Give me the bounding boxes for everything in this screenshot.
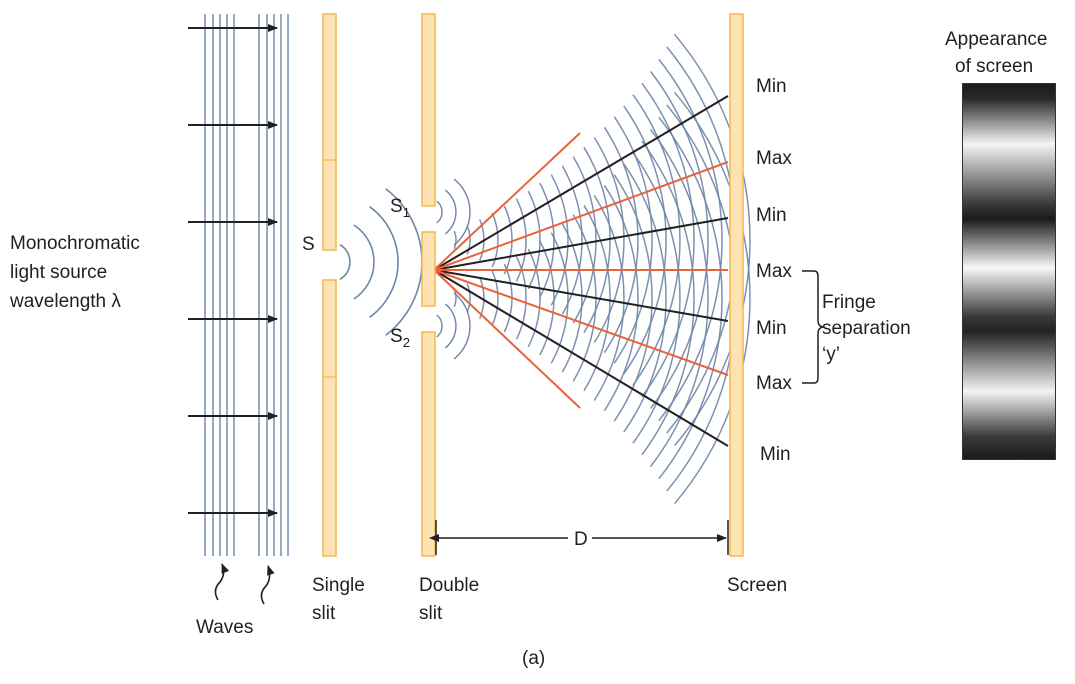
interference-crest-arc: [572, 156, 597, 324]
fringe-label-line2: separation: [822, 318, 911, 339]
maximum-ray: [433, 269, 729, 376]
interference-crest-arc: [593, 195, 625, 401]
interference-crest-arc: [515, 198, 527, 282]
interference-crest-arc: [623, 105, 667, 375]
screen-label-min: Min: [760, 444, 791, 465]
double-slit-wavefront: [436, 314, 443, 338]
minimum-ray: [433, 269, 729, 447]
interference-crest-arc: [466, 283, 471, 313]
interference-crest-arc: [550, 174, 569, 306]
interference-crest-arc: [515, 256, 527, 340]
single-slit-upper-barrier: [322, 13, 337, 251]
double-slit-wavefront: [453, 178, 471, 246]
interference-crest-arc: [613, 174, 653, 422]
fringe-label-line3: ‘y’: [822, 344, 840, 365]
interference-crest-arc: [603, 184, 639, 412]
interference-crest-arc: [593, 137, 625, 343]
interference-crest-arc: [503, 205, 513, 275]
interference-wave-lattice: [453, 33, 751, 505]
interference-crest-arc: [583, 204, 611, 392]
annotations: [214, 270, 825, 605]
single-slit-label-line1: Single: [312, 575, 365, 596]
maximum-ray: [433, 132, 581, 271]
interference-crest-arc: [623, 163, 667, 433]
s1-label: S1: [390, 196, 410, 220]
double-slit-lower-barrier: [421, 331, 436, 557]
interference-crest-arc: [673, 33, 751, 447]
double-slit-middle-barrier: [421, 231, 436, 307]
waves-pointer-arrow: [260, 565, 275, 605]
waves-pointer-arrow: [214, 563, 230, 601]
double-slit-upper-barrier: [421, 13, 436, 207]
screen-appearance-fringe-pattern: [962, 83, 1056, 460]
appearance-label-line2: of screen: [955, 56, 1034, 77]
interference-crest-arc: [673, 91, 751, 505]
screen-label-max: Max: [756, 373, 792, 394]
light-direction-arrows: [188, 24, 278, 517]
interference-crest-arc: [453, 230, 457, 250]
interference-crest-arc: [539, 240, 555, 356]
interference-crest-arc: [539, 182, 555, 298]
single-slit-wavefront: [339, 244, 351, 280]
minimum-ray: [433, 95, 729, 271]
single-slit-lower-barrier: [322, 279, 337, 557]
screen-label-min: Min: [756, 205, 787, 226]
interference-crest-arc: [613, 116, 653, 364]
fringe-separation-brace: [802, 270, 825, 384]
fringe-label-line1: Fringe: [822, 292, 876, 313]
source-label-line2: light source: [10, 262, 108, 283]
interference-crest-arc: [527, 248, 541, 348]
plane-wavefronts: [204, 14, 289, 556]
single-slit-wavefront: [369, 206, 399, 318]
interference-crest-arc: [650, 129, 709, 467]
figure-caption: (a): [522, 648, 546, 669]
circular-wavefronts: [339, 33, 751, 505]
interference-crest-arc: [641, 140, 695, 456]
appearance-label-line1: Appearance: [945, 29, 1048, 50]
interference-crest-arc: [641, 82, 695, 398]
interference-crest-arc: [491, 212, 499, 268]
slit-barriers: [322, 13, 744, 557]
interference-crest-arc: [658, 116, 723, 480]
screen-label-min: Min: [756, 318, 787, 339]
source-label-line1: Monochromatic: [10, 233, 140, 254]
double-slit-label-line1: Double: [419, 575, 480, 596]
s2-label: S2: [390, 326, 410, 350]
double-slit-wavefront: [453, 292, 471, 360]
screen-label-min: Min: [756, 76, 787, 97]
double-slit-wavefront: [444, 189, 457, 235]
interference-crest-arc: [583, 146, 611, 334]
screen-label-max: Max: [756, 148, 792, 169]
waves-label: Waves: [196, 617, 254, 638]
double-slit-wavefront: [436, 200, 443, 224]
interference-crest-arc: [650, 71, 709, 409]
screen-barrier: [729, 13, 744, 557]
double-slit-wavefront: [444, 303, 457, 349]
maximum-ray: [433, 269, 581, 409]
screen-label-max: Max: [756, 261, 792, 282]
single-slit-wavefront: [353, 224, 375, 300]
minimum-ray: [433, 217, 729, 271]
distance-d-label: D: [574, 529, 588, 550]
interference-crest-arc: [466, 225, 471, 255]
interference-crest-arc: [603, 126, 639, 354]
source-label-line3: wavelength λ: [10, 291, 121, 312]
interference-crest-arc: [561, 165, 583, 315]
single-slit-s-label: S: [302, 234, 315, 255]
single-slit-label-line2: slit: [312, 603, 336, 624]
interference-crest-arc: [658, 58, 723, 422]
interference-rays: [433, 95, 729, 447]
minimum-ray: [433, 269, 729, 322]
screen-label: Screen: [727, 575, 788, 596]
maximum-ray: [433, 161, 729, 271]
interference-crest-arc: [561, 223, 583, 373]
interference-crest-arc: [491, 270, 499, 326]
interference-crest-arc: [527, 190, 541, 290]
double-slit-label-line2: slit: [419, 603, 443, 624]
